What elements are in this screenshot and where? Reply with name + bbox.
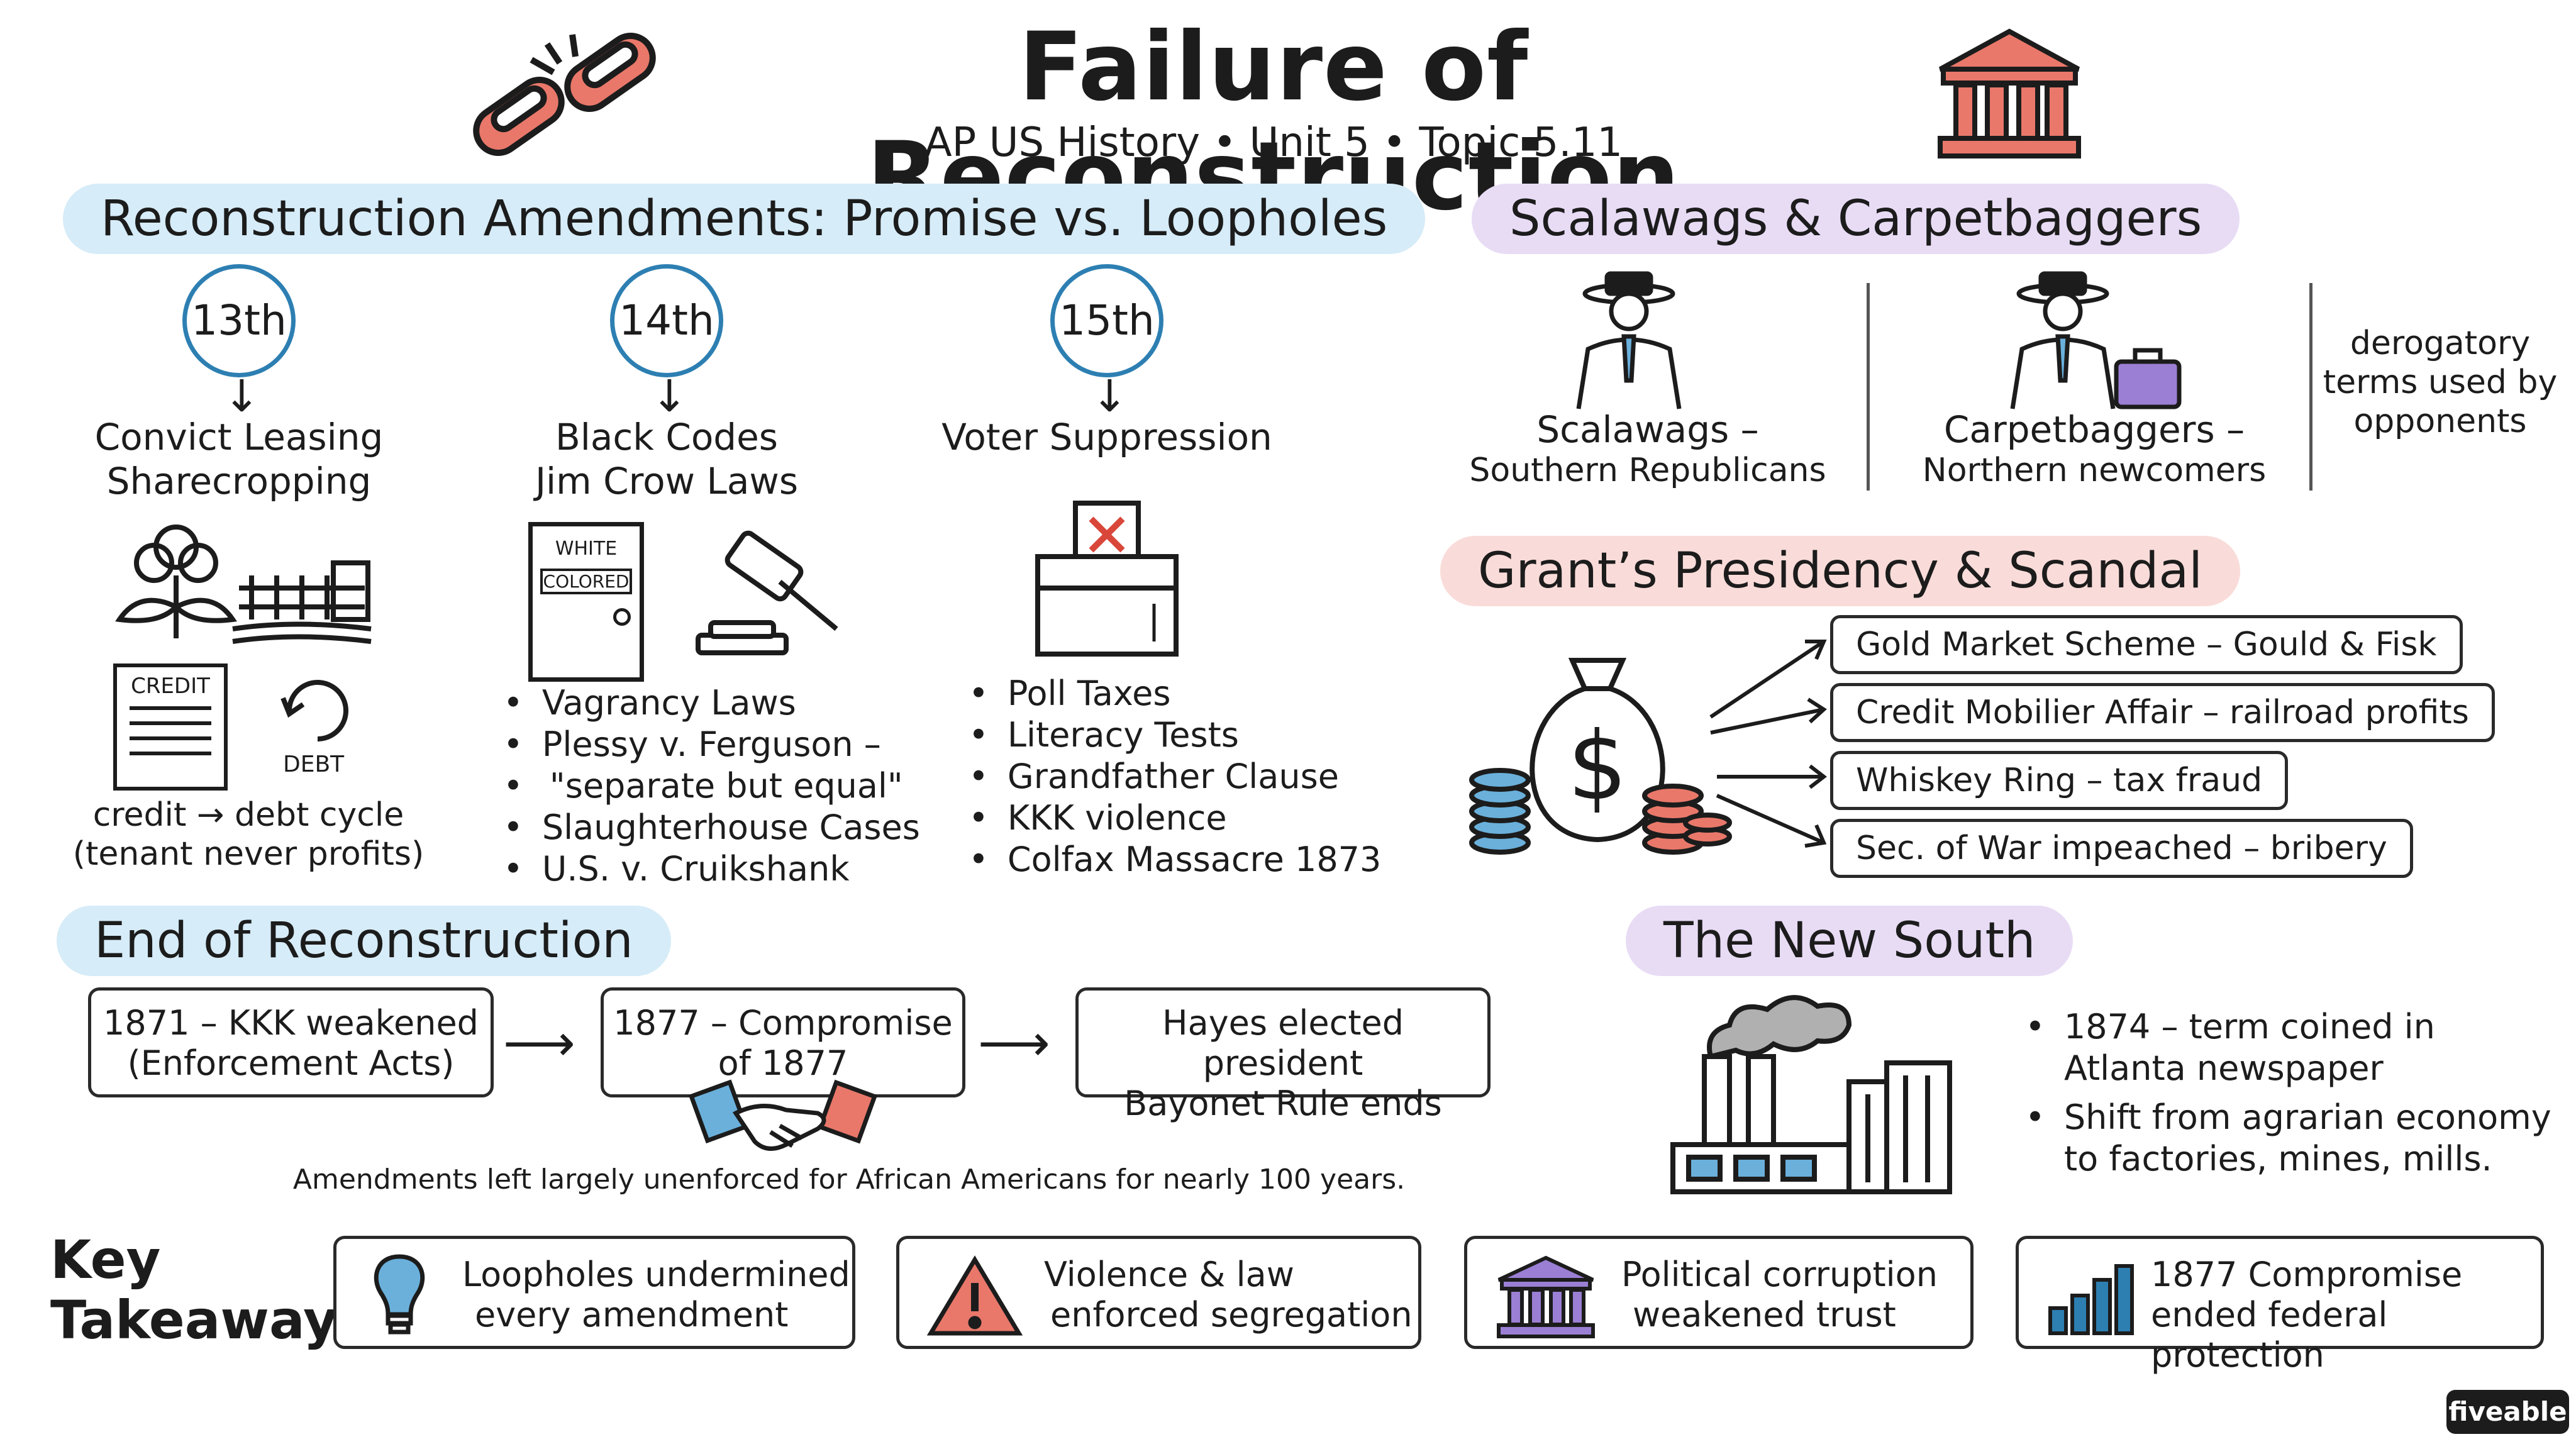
- scalawags-heading: Scalawags & Carpetbaggers: [1472, 184, 2240, 254]
- amendments-heading: Reconstruction Amendments: Promise vs. L…: [63, 184, 1426, 254]
- scandal-credit-mobilier: Credit Mobilier Affair – railroad profit…: [1830, 683, 2495, 742]
- money-bag-icon: $: [1469, 658, 1732, 855]
- credit-ledger: CREDIT: [113, 663, 228, 791]
- amendment-15-bullets: Poll Taxes Literacy Tests Grandfather Cl…: [969, 673, 1382, 880]
- warning-icon: [926, 1255, 1023, 1336]
- lightbulb-icon: [374, 1254, 425, 1335]
- list-item: Vagrancy Laws: [503, 682, 920, 724]
- end-heading: End of Reconstruction: [57, 906, 671, 976]
- debt-label: DEBT: [283, 752, 345, 777]
- handshake-icon: [688, 1079, 878, 1151]
- arrow-down-icon: ↓: [651, 370, 688, 422]
- grant-heading: Grant’s Presidency & Scandal: [1440, 536, 2240, 606]
- new-south-heading: The New South: [1626, 906, 2074, 976]
- ballot-box-icon: [1035, 501, 1179, 657]
- list-item: Literacy Tests: [969, 714, 1381, 756]
- svg-text:$: $: [1567, 712, 1627, 821]
- amendment-14-badge: 14th: [610, 264, 723, 377]
- carpetbagger-figure-icon: [2010, 271, 2182, 409]
- scalawag-label: Scalawags – Southern Republicans: [1469, 408, 1826, 489]
- list-item: Grandfather Clause: [969, 756, 1381, 797]
- list-item: KKK violence: [969, 797, 1381, 839]
- bar-chart-icon: [2048, 1264, 2134, 1335]
- amendment-13-badge: 13th: [182, 264, 296, 377]
- scandal-gold-market: Gold Market Scheme – Gould & Fisk: [1830, 615, 2463, 674]
- broken-chain-icon: [473, 33, 656, 156]
- list-item: Plessy v. Ferguson –: [503, 724, 920, 765]
- list-item: Slaughterhouse Cases: [503, 807, 920, 848]
- timeline-step-1871: 1871 – KKK weakened(Enforcement Acts): [88, 987, 494, 1097]
- segregated-door-icon: WHITE COLORED: [528, 522, 644, 682]
- scandal-arrows: [1709, 640, 1827, 848]
- arrow-right-icon: ⟶: [503, 1014, 575, 1072]
- debt-cycle-icon: [280, 680, 348, 741]
- list-item: "separate but equal": [503, 765, 920, 807]
- scandal-whiskey-ring: Whiskey Ring – tax fraud: [1830, 751, 2289, 810]
- amendment-14-effects: Black Codes Jim Crow Laws: [535, 416, 799, 502]
- takeaway-loopholes: Loopholes undermined every amendment: [333, 1236, 855, 1349]
- takeaway-violence: Violence & law enforced segregation: [896, 1236, 1421, 1349]
- fiveable-logo: fiveable: [2446, 1390, 2569, 1434]
- gavel-icon: [696, 530, 838, 655]
- divider: [1867, 283, 1870, 491]
- factory-icon: [1670, 995, 1952, 1194]
- takeaway-corruption: Political corruption weakened trust: [1464, 1236, 1974, 1349]
- amendment-15-badge: 15th: [1050, 264, 1163, 377]
- arrow-down-icon: ↓: [223, 370, 260, 422]
- debt-cycle-note: credit → debt cycle (tenant never profit…: [72, 796, 425, 873]
- divider: [2309, 283, 2312, 491]
- carpetbagger-label: Carpetbaggers – Northern newcomers: [1922, 408, 2267, 489]
- amendment-14-bullets: Vagrancy Laws Plessy v. Ferguson – "sepa…: [503, 682, 920, 890]
- courthouse-icon: [1938, 28, 2081, 158]
- takeaway-compromise: 1877 Compromise ended federal protection: [2016, 1236, 2544, 1375]
- arrow-right-icon: ⟶: [978, 1014, 1050, 1072]
- cotton-plant-icon: [115, 525, 372, 644]
- capitol-icon: [1497, 1255, 1595, 1338]
- scandal-sec-of-war: Sec. of War impeached – bribery: [1830, 819, 2413, 878]
- list-item: Colfax Massacre 1873: [969, 839, 1382, 880]
- derogatory-note: derogatory terms used by opponents: [2323, 325, 2558, 440]
- page-subtitle: AP US History • Unit 5 • Topic 5.11: [924, 119, 1623, 166]
- scalawag-figure-icon: [1576, 271, 1682, 409]
- unenforced-footnote: Amendments left largely unenforced for A…: [292, 1163, 1406, 1196]
- arrow-down-icon: ↓: [1091, 370, 1128, 422]
- amendment-13-effects: Convict Leasing Sharecropping: [94, 416, 384, 502]
- amendment-15-effects: Voter Suppression: [941, 416, 1272, 458]
- list-item: Poll Taxes: [969, 673, 1381, 714]
- list-item: U.S. v. Cruikshank: [503, 848, 920, 890]
